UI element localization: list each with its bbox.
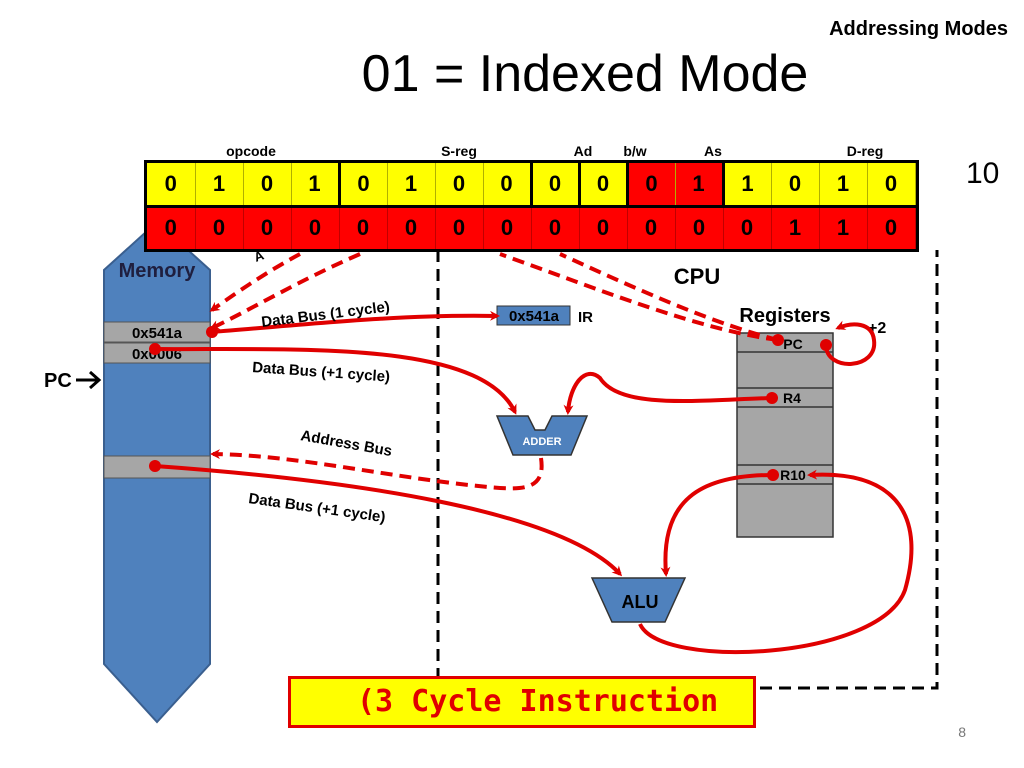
bit-cell: 0 [579,206,628,249]
address-bus-label: Address Bus [299,427,393,460]
field-label-ad: Ad [573,143,593,159]
bit-cell: 0 [339,206,388,249]
alu-to-r10-arrow [638,469,914,655]
register-r10: R10 [780,467,806,483]
field-label-s-reg: S-reg [441,143,477,159]
r4-to-adder-arrow [563,371,773,415]
bit-cell: 0 [147,163,196,208]
data-bus-2-arrow [154,347,517,415]
address-arrow-b [209,252,361,330]
field-label-bw: b/w [623,143,647,159]
cpu-label: CPU [674,264,720,289]
bit-cell: 1 [771,206,820,249]
data-bus-1-arrow [211,310,500,334]
alu-label: ALU [622,592,659,612]
pc-to-bus-dashed-2 [559,252,779,342]
ir-value: 0x541a [509,308,560,325]
registers-label: Registers [739,305,830,327]
bit-cell: 0 [531,163,581,208]
bit-cell: 0 [195,206,244,249]
bit-cell: 0 [147,206,196,249]
adder-unit [495,415,589,456]
cycle-note-text: (3 Cycle Instruction [357,684,719,719]
instruction-row-1: 0 1 0 1 0 1 0 0 0 0 0 1 1 0 1 0 [147,163,916,208]
slide-title: 01 = Indexed Mode [361,45,809,103]
field-label-d-reg: D-reg [846,143,884,159]
bit-cell: 0 [291,206,340,249]
bit-cell: 0 [435,206,484,249]
bit-cell: 0 [243,163,292,208]
address-arrow-a [209,252,301,312]
bit-cell: 0 [243,206,292,249]
bit-cell-as: 1 [675,163,725,208]
register-r4: R4 [783,390,801,406]
bit-cell: 0 [435,163,484,208]
instruction-bits-table: 0 1 0 1 0 1 0 0 0 0 0 1 1 0 1 0 0 0 0 0 … [144,160,919,252]
pc-to-bus-dashed-1 [499,252,779,342]
memory-label: Memory [119,260,197,282]
bit-cell: 0 [867,163,916,208]
bit-cell: 1 [819,163,868,208]
page-number: 8 [958,724,966,740]
register-file [736,332,834,538]
overflow-digits: 10 [966,157,1000,190]
bit-cell: 1 [387,163,436,208]
adder-label: ADDER [522,436,561,448]
bit-cell: 0 [387,206,436,249]
bit-cell: 0 [483,206,532,249]
bit-cell: 0 [579,163,629,208]
bit-cell: 0 [531,206,580,249]
register-pc: PC [783,336,802,352]
field-label-opcode: opcode [226,143,276,159]
bit-cell-as: 0 [627,163,676,208]
bit-cell: 0 [723,206,772,249]
memory-cell-value-1: 0x541a [132,325,183,342]
data-bus-2-label: Data Bus (+1 cycle) [252,359,391,386]
alu-unit [590,577,687,623]
bit-cell: 0 [483,163,533,208]
field-label-as: As [704,143,722,159]
bit-cell: 1 [195,163,244,208]
data-bus-1-label: Data Bus (1 cycle) [260,298,390,331]
instruction-row-2: 0 0 0 0 0 0 0 0 0 0 0 0 0 1 1 0 [147,206,916,249]
bit-cell: 0 [771,163,820,208]
bit-cell: 0 [867,206,916,249]
address-bus-arrow [210,449,544,491]
bit-cell: 0 [675,206,724,249]
r10-to-alu-arrow [660,473,774,577]
section-label: Addressing Modes [829,18,1008,40]
data-bus-3-label: Data Bus (+1 cycle) [247,490,386,526]
partial-bus-label: A [252,247,267,265]
bit-cell: 0 [627,206,676,249]
bit-cell: 1 [291,163,341,208]
ir-label: IR [578,309,593,326]
bit-cell: 1 [819,206,868,249]
pc-pointer-label: PC [44,370,72,392]
pc-pointer-arrow [76,370,102,390]
bit-cell: 1 [723,163,772,208]
cycle-note-box: (3 Cycle Instruction [288,676,756,728]
data-bus-3-arrow [154,464,623,577]
pc-increment-loop [824,320,877,366]
bit-cell: 0 [339,163,388,208]
